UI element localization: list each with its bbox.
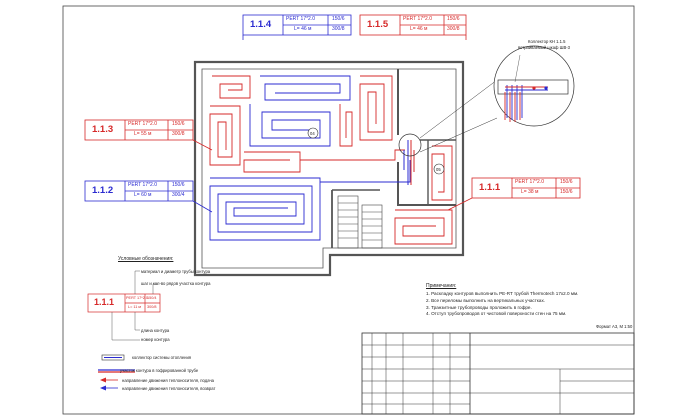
legend-corrugated-text: участок контура в гофрированной трубе: [120, 368, 199, 373]
legend-sample-pipe: PERT 17*2.0: [126, 296, 149, 300]
manifold-risers: [403, 140, 415, 185]
sheet-format-label: Формат А3, М 1:50: [596, 324, 633, 329]
manifold-callout-circle: [398, 133, 422, 157]
legend-leaders: [111, 270, 158, 341]
legend-return-text: направление движения теплоносителя, возв…: [122, 386, 216, 391]
legend-sample-box: [87, 293, 161, 313]
manifold-subtitle: встраиваемый шкаф ШВ-3: [518, 45, 570, 50]
legend-sample-length: L= 11 м: [128, 305, 141, 309]
note-item: 1. Раскладку контуров выполнить PE-RT тр…: [426, 291, 579, 296]
legend-material-text: материал и диаметр трубы контура: [141, 269, 211, 274]
callout-box-1-1-1: [447, 177, 581, 211]
room-marker-05: [433, 163, 445, 175]
building-walls: [193, 60, 465, 277]
legend-title: Условные обозначения:: [118, 256, 174, 262]
legend-sample-spacing: 150/4: [147, 296, 157, 300]
loop-1-1-5-pipe: [339, 75, 393, 147]
loop-pipe-1-1-5: PERT 17*2.0: [403, 16, 433, 22]
loop-pipe-1-1-4: PERT 17*2.0: [286, 16, 316, 22]
room-marker-04: [307, 127, 319, 139]
room-number-04: 04: [310, 131, 315, 136]
legend-sample-id: 1.1.1: [94, 297, 115, 307]
loop-id-1-1-1: 1.1.1: [479, 182, 501, 193]
loop-spacing-1-1-1: 150/6: [560, 179, 573, 185]
loop-steps-1-1-1: 150/6: [560, 189, 573, 195]
legend-sample-steps: 300/8: [147, 305, 157, 309]
loop-1-1-1-pipe: [394, 145, 453, 245]
note-item: 3. Транзитные трубопроводы проложить в г…: [426, 304, 532, 310]
legend-return-arrow: [100, 385, 118, 391]
room-number-05: 05: [436, 167, 441, 172]
legend-length-text: длина контура: [141, 328, 170, 333]
legend-spacing-text: шаг и кол-во рядов участка контура: [141, 281, 211, 286]
legend-manifold-symbol: [101, 354, 125, 361]
loop-id-1-1-4: 1.1.4: [250, 19, 272, 30]
loop-steps-1-1-2: 300/4: [172, 192, 185, 198]
loop-id-1-1-2: 1.1.2: [92, 185, 114, 196]
loop-1-1-2-pipe: [209, 160, 411, 241]
callout-box-1-1-4: [242, 14, 352, 40]
loop-steps-1-1-3: 300/8: [172, 131, 185, 137]
note-item: 2. Все переломы выполнить на вертикальны…: [426, 297, 546, 303]
note-item: 4. Отступ трубопроводов от чистовой пове…: [426, 311, 567, 317]
legend-corrugated-symbol: [98, 369, 135, 373]
loop-length-1-1-4: L= 46 м: [294, 26, 312, 32]
legend-manifold-text: коллектор системы отопления: [132, 355, 192, 360]
notes-list: 1. Раскладку контуров выполнить PE-RT тр…: [426, 291, 578, 318]
loop-length-1-1-2: L= 60 м: [134, 192, 152, 198]
loop-length-1-1-5: L= 46 м: [410, 26, 428, 32]
loop-pipe-1-1-2: PERT 17*2.0: [128, 182, 158, 188]
callout-box-1-1-2: [84, 180, 213, 213]
legend-supply-arrow: [100, 377, 118, 383]
title-block: [361, 332, 635, 415]
manifold-detail: [419, 45, 575, 153]
loop-1-1-4-pipe: [249, 75, 351, 147]
manifold-title: Коллектор КН 1.1.5: [528, 39, 566, 44]
legend-supply-text: направление движения теплоносителя, пода…: [122, 378, 214, 383]
loop-id-1-1-3: 1.1.3: [92, 124, 114, 135]
loop-pipe-1-1-1: PERT 17*2.0: [515, 179, 545, 185]
loop-length-1-1-3: L= 55 м: [134, 131, 152, 137]
loop-steps-1-1-5: 300/8: [447, 26, 460, 32]
loop-pipe-1-1-3: PERT 17*2.0: [128, 121, 158, 127]
callout-box-1-1-3: [84, 119, 213, 151]
notes-title: Примечания:: [426, 283, 457, 289]
loop-length-1-1-1: L= 38 м: [521, 189, 539, 195]
loop-steps-1-1-4: 300/8: [332, 26, 345, 32]
legend-number-text: номер контура: [141, 337, 170, 342]
stairs: [337, 195, 383, 249]
loop-spacing-1-1-4: 150/6: [332, 16, 345, 22]
callout-box-1-1-5: [359, 14, 467, 40]
loop-id-1-1-5: 1.1.5: [367, 19, 389, 30]
loop-spacing-1-1-3: 150/6: [172, 121, 185, 127]
sheet-frame: [62, 5, 635, 415]
loop-spacing-1-1-5: 150/6: [447, 16, 460, 22]
loop-spacing-1-1-2: 150/6: [172, 182, 185, 188]
